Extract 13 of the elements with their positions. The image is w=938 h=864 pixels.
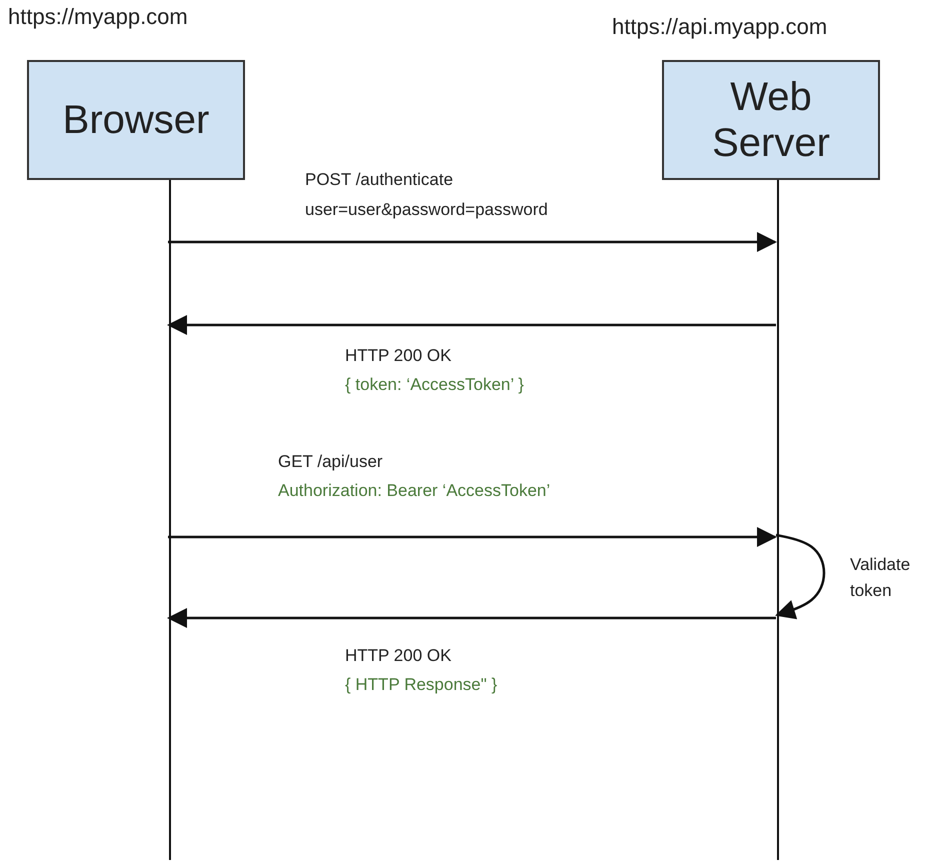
message-arrow xyxy=(168,527,777,547)
message-arrow xyxy=(168,232,777,252)
url-text: https://myapp.com xyxy=(8,4,188,30)
message-detail: user=user&password=password xyxy=(305,200,548,220)
edge-label: GET /api/user xyxy=(278,452,383,472)
self-message-arrow xyxy=(775,534,826,620)
message-detail: { token: ‘AccessToken’ } xyxy=(345,375,524,395)
message-arrow xyxy=(167,315,776,335)
participant-name: Web Server xyxy=(711,74,831,166)
url-text: https://api.myapp.com xyxy=(612,14,828,40)
message-arrow xyxy=(167,608,776,628)
message-detail: { HTTP Response" } xyxy=(345,675,498,695)
participant-name: Browser xyxy=(62,97,210,143)
